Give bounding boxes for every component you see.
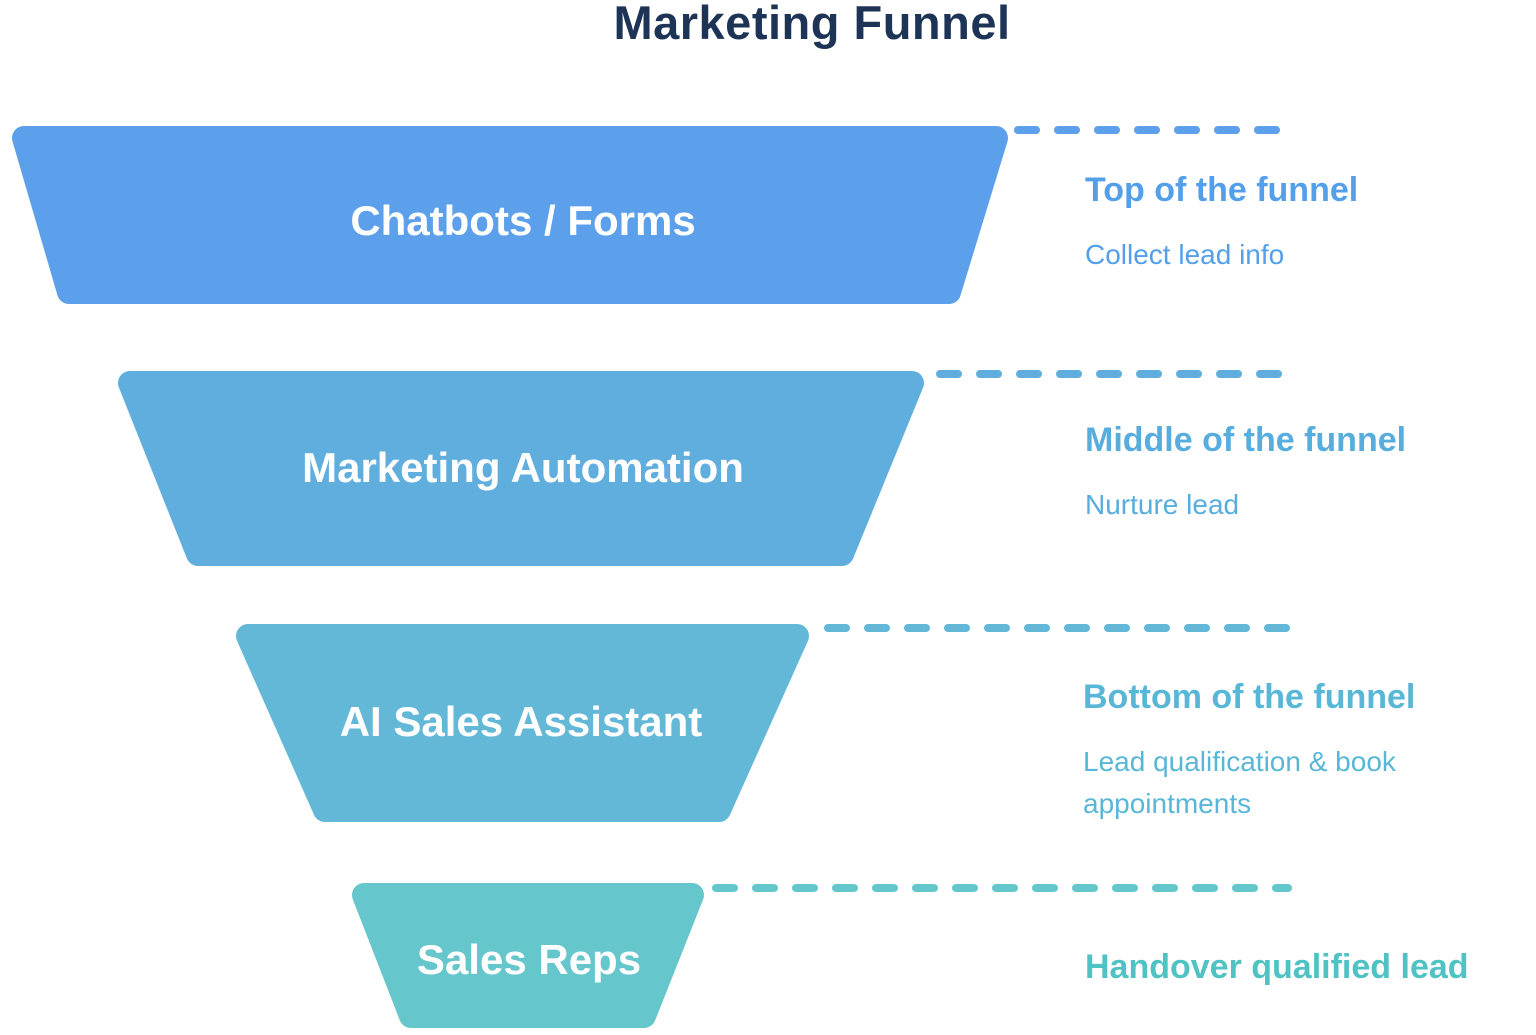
stage-label-chatbots-forms: Chatbots / Forms bbox=[350, 197, 696, 244]
annotation-middle-of-funnel: Middle of the funnel Nurture lead bbox=[1085, 420, 1536, 526]
diagram-title: Marketing Funnel bbox=[613, 0, 1011, 49]
annotation-heading: Handover qualified lead bbox=[1085, 948, 1469, 986]
funnel-stage-shape-chatbots-forms bbox=[12, 126, 1008, 304]
annotation-heading: Middle of the funnel bbox=[1085, 421, 1407, 459]
annotation-bottom-of-funnel: Bottom of the funnel Lead qualification … bbox=[1083, 677, 1534, 825]
funnel-stage-shape-marketing-automation bbox=[118, 371, 924, 566]
annotation-description: Nurture lead bbox=[1085, 489, 1240, 520]
funnel-stage-shape-ai-sales-assistant bbox=[236, 624, 809, 822]
stage-label-marketing-automation: Marketing Automation bbox=[302, 444, 744, 491]
funnel-stage-shape-sales-reps bbox=[352, 883, 704, 1028]
annotation-heading: Top of the funnel bbox=[1085, 171, 1359, 209]
stage-label-sales-reps: Sales Reps bbox=[416, 936, 642, 983]
annotation-description: Lead qualification & book appointments bbox=[1083, 746, 1396, 819]
annotation-handover: Handover qualified lead bbox=[1085, 947, 1536, 987]
annotation-heading: Bottom of the funnel bbox=[1083, 678, 1416, 716]
stage-label-ai-sales-assistant: AI Sales Assistant bbox=[339, 698, 703, 745]
annotation-description: Collect lead info bbox=[1085, 239, 1285, 270]
annotation-top-of-funnel: Top of the funnel Collect lead info bbox=[1085, 170, 1536, 276]
